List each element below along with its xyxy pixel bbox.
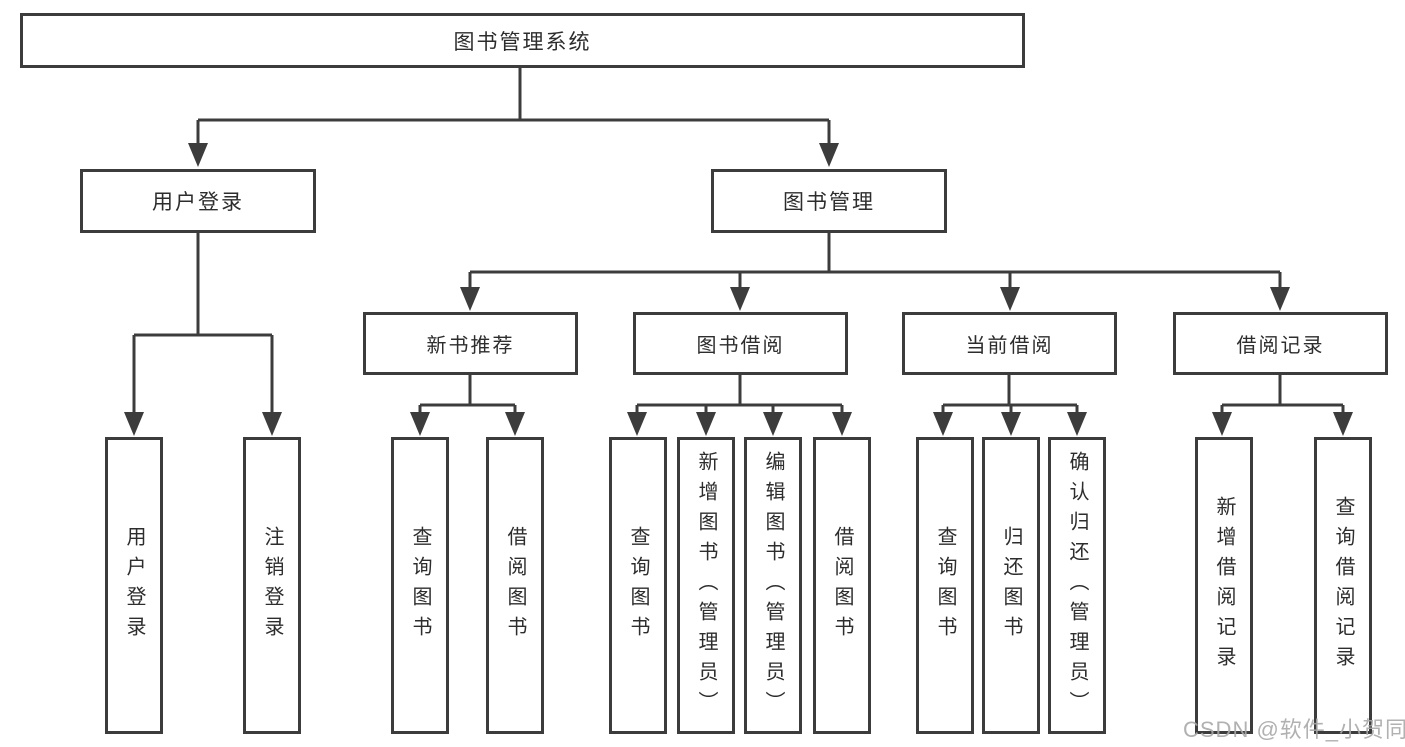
node-label: 图书借阅 [696, 335, 785, 357]
leaf-borrow-books-recommend: 借阅图书 [486, 437, 544, 734]
node-label: 借阅图书 [504, 525, 526, 646]
node-label: 注销登录 [261, 525, 283, 646]
node-borrowing-records: 借阅记录 [1173, 312, 1388, 375]
node-label: 查询图书 [627, 525, 649, 646]
leaf-add-borrow-record: 新增借阅记录 [1195, 437, 1253, 734]
node-label: 新增图书（管理员） [695, 450, 717, 721]
node-new-book-recommendation: 新书推荐 [363, 312, 578, 375]
node-label: 借阅记录 [1236, 335, 1325, 357]
node-label: 新增借阅记录 [1213, 495, 1235, 676]
node-label: 归还图书 [1000, 525, 1022, 646]
watermark-text: CSDN @软件_小贺同学 [1183, 717, 1405, 742]
leaf-query-borrow-record: 查询借阅记录 [1314, 437, 1372, 734]
node-book-management: 图书管理 [711, 169, 947, 233]
node-label: 编辑图书（管理员） [762, 450, 784, 721]
node-label: 查询图书 [934, 525, 956, 646]
leaf-user-login: 用户登录 [105, 437, 163, 734]
node-label: 图书管理 [783, 191, 875, 214]
leaf-confirm-return-admin: 确认归还（管理员） [1048, 437, 1106, 734]
node-label: 用户登录 [123, 525, 145, 646]
leaf-query-books-recommend: 查询图书 [391, 437, 449, 734]
node-label: 新书推荐 [426, 335, 515, 357]
leaf-logout: 注销登录 [243, 437, 301, 734]
node-label: 确认归还（管理员） [1066, 450, 1088, 721]
node-user-login: 用户登录 [80, 169, 316, 233]
node-label: 查询图书 [409, 525, 431, 646]
arrowheads [124, 143, 1353, 436]
leaf-add-books-admin: 新增图书（管理员） [677, 437, 735, 734]
node-library-management-system: 图书管理系统 [20, 13, 1025, 68]
leaf-return-books: 归还图书 [982, 437, 1040, 734]
node-label: 借阅图书 [831, 525, 853, 646]
leaf-query-books-borrowing: 查询图书 [609, 437, 667, 734]
node-label: 查询借阅记录 [1332, 495, 1354, 676]
leaf-borrow-books-borrowing: 借阅图书 [813, 437, 871, 734]
node-book-borrowing: 图书借阅 [633, 312, 848, 375]
leaf-query-books-current: 查询图书 [916, 437, 974, 734]
leaf-edit-books-admin: 编辑图书（管理员） [744, 437, 802, 734]
node-label: 用户登录 [152, 191, 244, 214]
node-current-borrowing: 当前借阅 [902, 312, 1117, 375]
node-label: 图书管理系统 [453, 30, 592, 54]
node-label: 当前借阅 [965, 335, 1054, 357]
